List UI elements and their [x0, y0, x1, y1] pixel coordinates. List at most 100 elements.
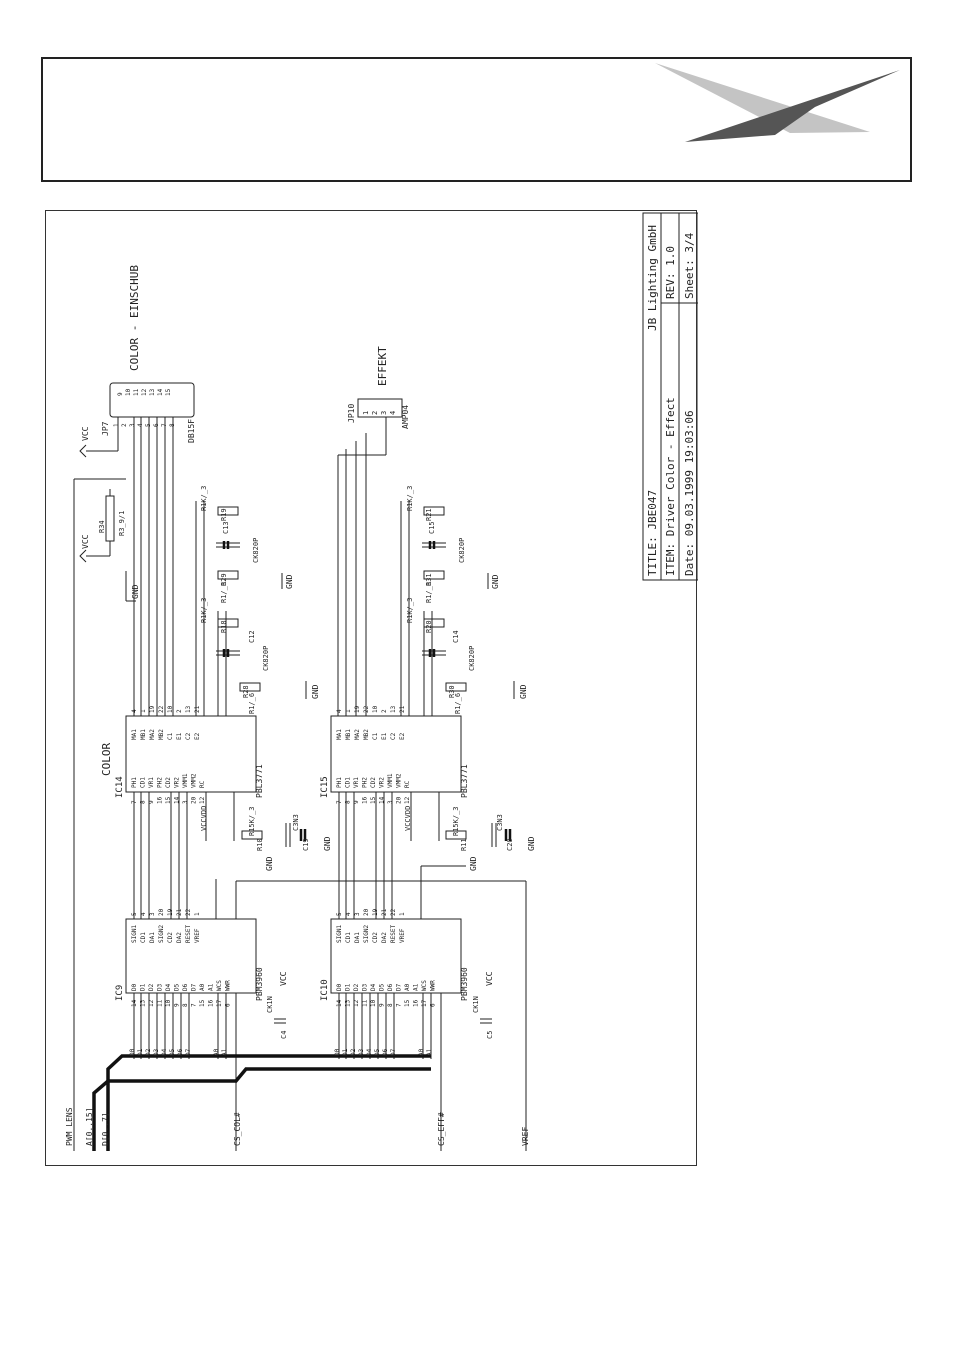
ic15-pin-num: 20	[396, 796, 403, 804]
ic15-pin-label: MB1	[345, 729, 352, 740]
jp10-pin: 2	[371, 411, 379, 415]
ic9-pin-label: A0	[199, 983, 206, 991]
data-bit-label: D3	[153, 1048, 160, 1056]
part-label: R20	[425, 620, 433, 633]
ic15-pin-num: 13	[390, 705, 397, 713]
ic9-pin-num: 16	[208, 999, 215, 1007]
part-label: C12	[248, 630, 256, 643]
part-label: CK820P	[262, 646, 270, 671]
data-bit-label: D1	[342, 1048, 349, 1056]
ic15-pin-num: 4	[336, 709, 343, 713]
jp7-pin-b: 9	[117, 392, 124, 396]
part-label: R10	[256, 838, 264, 851]
data-bit-label: D5	[169, 1048, 176, 1056]
title-field: TITLE: JBE047	[646, 490, 659, 576]
gnd-net-label: GND	[131, 584, 140, 599]
ic10-ref: IC10	[320, 979, 330, 1001]
vcc-net-label: VCC	[81, 534, 90, 549]
part-label: C5	[486, 1031, 494, 1039]
ic15-pin-num: 21	[399, 705, 406, 713]
ic9-pin-num: 15	[199, 999, 206, 1007]
ic15-pin-num: 3	[387, 800, 394, 804]
ic10-pin-label: D1	[345, 983, 352, 991]
jp7-pin-b: 13	[149, 388, 156, 396]
gnd-net-label: GND	[323, 836, 332, 851]
part-label: R15K/_3	[248, 806, 256, 836]
ic14-pin-label: PH1	[131, 777, 138, 788]
ic14-pin-num: 3	[182, 800, 189, 804]
ic14-part: PBL3771	[255, 764, 264, 798]
sheet-field: Sheet: 3/4	[683, 232, 696, 299]
ic14-pin-label: VMM1	[182, 773, 189, 788]
ic14-pin-label: CD1	[140, 777, 147, 788]
cs-col-net: CS_COL#	[233, 1112, 242, 1146]
ic9-pin-num: 9	[174, 1003, 181, 1007]
ic15-body	[330, 715, 462, 793]
jp7-pin-a: 1	[113, 423, 120, 427]
ic9-pin-label: D4	[165, 983, 172, 991]
ic10-pin-num: 14	[336, 999, 343, 1007]
ic10-pin-num: 1	[399, 912, 406, 916]
ic9-pin-label: D6	[182, 983, 189, 991]
ic9-pin-num: 14	[131, 999, 138, 1007]
ic15-pin-label: E2	[399, 732, 406, 740]
ic10-pin-label: D5	[379, 983, 386, 991]
ic14-pin-label: MB1	[140, 729, 147, 740]
color-group-label: COLOR	[100, 743, 113, 776]
ic9-pin-num: 17	[216, 999, 223, 1007]
ic10-pin-label: D0	[336, 983, 343, 991]
gnd-net-label: GND	[491, 574, 500, 589]
ic14-pin-num: 2	[176, 709, 183, 713]
ic15-pin-num: 16	[362, 796, 369, 804]
ic9-pin-num: 4	[140, 912, 147, 916]
vccvdd-net-label: VCCVDD	[404, 806, 412, 831]
ic10-pin-num: 4	[345, 912, 352, 916]
part-label: CK820P	[252, 538, 260, 563]
ic10-pin-label: D7	[396, 983, 403, 991]
ic15-pin-label: VR2	[379, 777, 386, 788]
ic9-body	[125, 918, 257, 994]
ic15-pin-label: PH1	[336, 777, 343, 788]
part-label: CK820P	[458, 538, 466, 563]
part-label: R1K/_3	[200, 598, 208, 623]
ic10-pin-label: SIGN2	[363, 925, 370, 943]
ic10-pin-label: WWR	[430, 980, 437, 991]
part-label: R21	[425, 508, 433, 521]
ic10-pin-num: 16	[413, 999, 420, 1007]
ic15-pin-num: 19	[354, 705, 361, 713]
part-label: C13	[222, 521, 230, 534]
ic15-ref: IC15	[320, 776, 330, 798]
part-label: R1K/_3	[406, 486, 414, 511]
ic14-pin-label: VR1	[148, 777, 155, 788]
ic10-pin-num: 21	[381, 908, 388, 916]
r18-body	[217, 618, 239, 628]
title-block-frame	[642, 212, 698, 581]
part-label: C4	[280, 1031, 288, 1039]
ic15-pin-num: 9	[353, 800, 360, 804]
cs-eff-net: CS_EFF#	[437, 1112, 446, 1146]
part-label: C3N3	[496, 814, 504, 831]
part-label: R28	[242, 685, 250, 698]
ic9-pin-num: 11	[157, 999, 164, 1007]
vref-net: VREF	[521, 1127, 530, 1146]
pwm-lens-net: PWM_LENS	[65, 1107, 74, 1146]
ic14-pin-label: VR2	[174, 777, 181, 788]
data-bit-label: D7	[390, 1048, 397, 1056]
ic10-pin-num: 19	[372, 908, 379, 916]
ic15-pin-label: RC	[404, 780, 411, 788]
ic14-pin-label: C2	[185, 732, 192, 740]
ic10-pin-num: 13	[345, 999, 352, 1007]
ic10-pin-num: 7	[396, 1003, 403, 1007]
part-label: R1/_6	[248, 693, 256, 714]
ic10-pin-label: A0	[404, 983, 411, 991]
vcc-net-label: VCC	[485, 971, 494, 986]
part-label: R15K/_3	[452, 806, 460, 836]
ic15-pin-label: MA1	[336, 729, 343, 740]
ic10-pin-num: 6	[430, 1003, 437, 1007]
ic14-pin-label: RC	[199, 780, 206, 788]
ic10-pin-num: 17	[421, 999, 428, 1007]
gnd-net-label: GND	[469, 856, 478, 871]
ic9-pin-num: 19	[167, 908, 174, 916]
